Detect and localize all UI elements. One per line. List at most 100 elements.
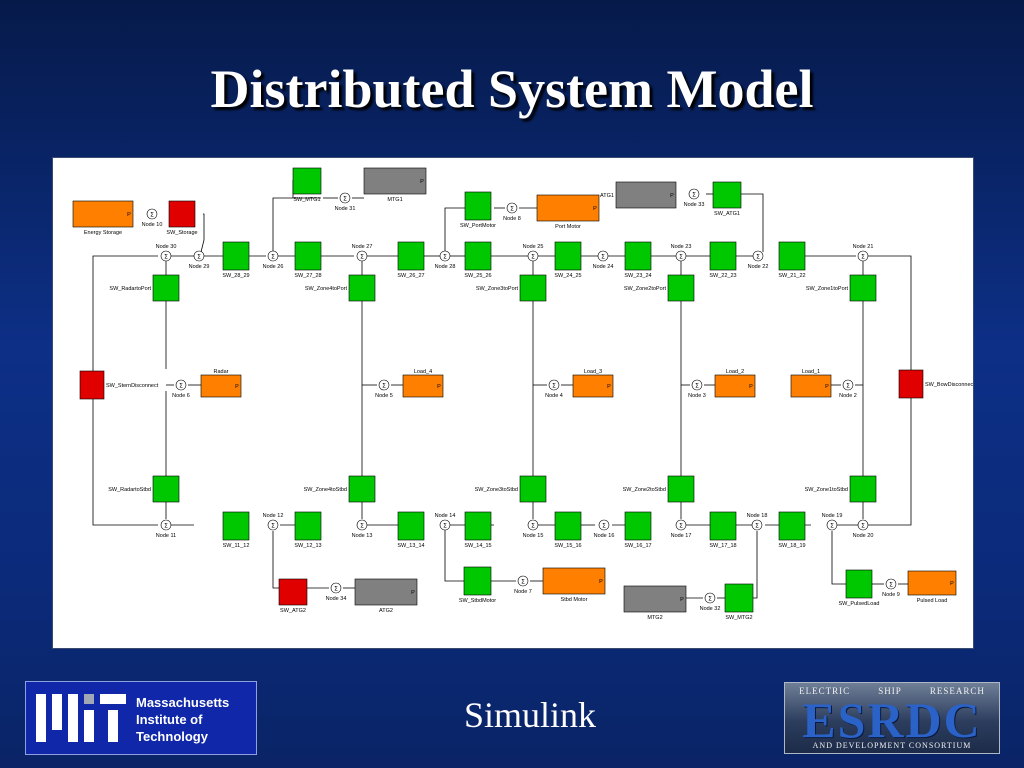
block-sw_zone1toport[interactable]: SW_Zone1toPort	[806, 274, 877, 302]
block-sw_21_22[interactable]: SW_21_22	[778, 241, 806, 279]
sigma-glyph: Σ	[360, 254, 364, 261]
block-sw_22_23[interactable]: SW_22_23	[709, 241, 737, 279]
block-label: ATG1	[600, 193, 614, 199]
block-port-label: P	[825, 384, 829, 390]
block-sw_storage[interactable]: SW_Storage	[166, 200, 198, 236]
block-sw_radartostbd[interactable]: SW_RadartoStbd	[108, 475, 180, 503]
block-sw_radartoport[interactable]: SW_RadartoPort	[109, 274, 180, 302]
block-label: SW_Zone2toStbd	[623, 487, 666, 493]
block-label: Stbd Motor	[561, 597, 588, 603]
block-label: SW_PulsedLoad	[839, 601, 880, 607]
block-body	[294, 241, 322, 271]
wire-18	[862, 255, 912, 370]
sigma-glyph: Σ	[271, 523, 275, 530]
block-body	[667, 475, 695, 503]
block-sw_pulsedload[interactable]: SW_PulsedLoad	[839, 569, 880, 607]
block-sw_23_24[interactable]: SW_23_24	[624, 241, 652, 279]
block-sw_zone1tostbd[interactable]: SW_Zone1toStbd	[805, 475, 877, 503]
block-sw_14_15[interactable]: SW_14_15	[464, 511, 492, 549]
block-sw_zone3toport[interactable]: SW_Zone3toPort	[476, 274, 547, 302]
sigma-glyph: Σ	[755, 523, 759, 530]
block-sw_zone2toport[interactable]: SW_Zone2toPort	[624, 274, 695, 302]
block-sw_15_16[interactable]: SW_15_16	[554, 511, 582, 549]
block-sw_11_12[interactable]: SW_11_12	[223, 511, 250, 549]
sum-icon	[826, 519, 838, 531]
block-sw_portmotor[interactable]: SW_PortMotor	[460, 191, 496, 229]
sigma-glyph: Σ	[521, 579, 525, 586]
block-sw_atg1[interactable]: SW_ATG1	[712, 181, 742, 217]
block-sw_atg2[interactable]: SW_ATG2	[278, 578, 308, 614]
block-label: SW_SternDisconnect	[106, 383, 159, 389]
block-sw_mtg1[interactable]: SW_MTG1	[292, 167, 322, 203]
block-sw_24_25[interactable]: SW_24_25	[554, 241, 582, 279]
block-sw_zone2tostbd[interactable]: SW_Zone2toStbd	[623, 475, 695, 503]
block-sw_26_27[interactable]: SW_26_27	[397, 241, 425, 279]
block-sw_zone3tostbd[interactable]: SW_Zone3toStbd	[475, 475, 547, 503]
block-sw_17_18[interactable]: SW_17_18	[709, 511, 737, 549]
block-sw_sterndisconnect[interactable]: SW_SternDisconnect	[79, 370, 159, 400]
block-sw_18_19[interactable]: SW_18_19	[778, 511, 806, 549]
block-sw_13_14[interactable]: SW_13_14	[397, 511, 425, 549]
block-sw_zone4toport[interactable]: SW_Zone4toPort	[305, 274, 376, 302]
block-sw_25_26[interactable]: SW_25_26	[464, 241, 492, 279]
block-sw_28_29[interactable]: SW_28_29	[222, 241, 250, 279]
block-sw_mtg2[interactable]: SW_MTG2	[724, 583, 754, 621]
sigma-glyph: Σ	[443, 254, 447, 261]
block-sw_12_13[interactable]: SW_12_13	[294, 511, 322, 549]
block-sw_16_17[interactable]: SW_16_17	[624, 511, 652, 549]
wire-19	[865, 398, 912, 526]
block-sw_zone4tostbd[interactable]: SW_Zone4toStbd	[304, 475, 376, 503]
sigma-glyph: Σ	[343, 196, 347, 203]
block-sw_27_28[interactable]: SW_27_28	[294, 241, 322, 279]
block-sw_stbdmotor[interactable]: SW_StbdMotor	[459, 566, 496, 604]
block-sw_bowdisconnect[interactable]: SW_BowDisconnec	[898, 369, 973, 399]
sigma-glyph: Σ	[164, 254, 168, 261]
